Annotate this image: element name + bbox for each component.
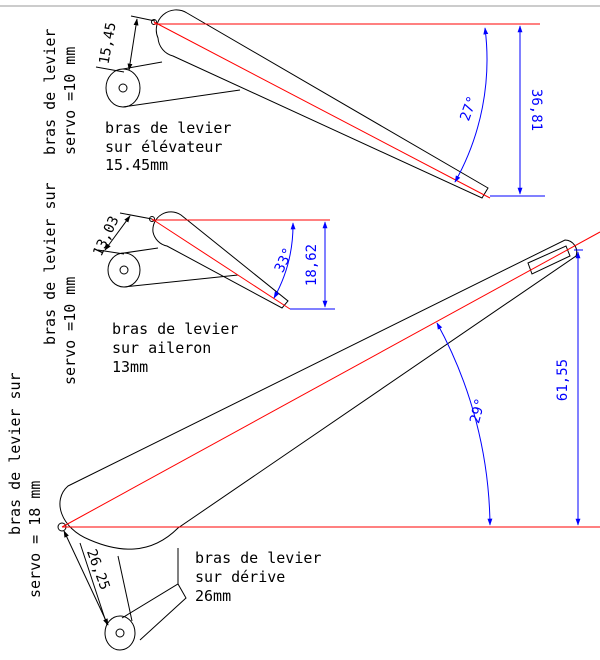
rudder-horn-group: 61,55 29° 26,25 bras de levier sur servo…: [6, 231, 600, 651]
rudder-note-line-2: sur dérive: [195, 568, 285, 586]
elevator-arm-dimension: [127, 18, 139, 71]
rudder-angle-label: 29°: [467, 397, 489, 426]
aileron-servo-wheel: [107, 247, 239, 288]
elevator-angle-arc: [454, 27, 489, 183]
aileron-note-line-2: sur aileron: [112, 339, 211, 357]
rudder-side-label-2: servo = 18 mm: [26, 481, 44, 598]
rudder-note-line-1: bras de levier: [195, 549, 321, 567]
rudder-angle-arc: [436, 322, 493, 526]
aileron-note-line-3: 13mm: [112, 358, 148, 376]
rudder-height-label: 61,55: [555, 359, 571, 401]
elevator-axis-line: [153, 21, 491, 199]
elevator-note-line-3: 15.45mm: [105, 156, 168, 174]
aileron-horn-outline: [152, 211, 289, 309]
elevator-angle-label: 27°: [457, 94, 481, 123]
elevator-height-label: 36,81: [528, 89, 544, 131]
aileron-note-line-1: bras de levier: [112, 320, 238, 338]
elevator-servo-wheel: [105, 61, 241, 108]
aileron-side-label-1: bras de levier sur: [41, 182, 59, 345]
aileron-arm-label: 13,03: [90, 214, 122, 259]
aileron-angle-arc: [273, 222, 296, 299]
rudder-arm-dimension: [63, 530, 109, 626]
elevator-note-line-1: bras de levier: [105, 119, 231, 137]
elevator-horn-group: 36,81 27° 15,45 bras de levier servo =10…: [41, 9, 545, 199]
elevator-side-label-2: servo =10 mm: [61, 47, 79, 155]
elevator-side-label-1: bras de levier: [41, 29, 59, 155]
rudder-axis-line: [61, 231, 600, 528]
elevator-arm-label: 15,45: [97, 21, 120, 65]
aileron-horn-group: 18,62 33° 13,03 bras de levier sur servo…: [41, 182, 335, 385]
aileron-angle-label: 33°: [272, 245, 297, 275]
rudder-note-line-3: 26mm: [195, 587, 231, 605]
rudder-side-label-1: bras de levier sur: [6, 372, 24, 535]
elevator-horn-outline: [155, 9, 489, 199]
elevator-note-line-2: sur élévateur: [105, 138, 222, 156]
aileron-axis-line: [151, 218, 291, 310]
rudder-arm-label: 26,25: [83, 547, 112, 592]
aileron-height-label: 18,62: [304, 244, 320, 286]
aileron-arm-dimension: [104, 215, 131, 251]
aileron-side-label-2: servo =10 mm: [61, 277, 79, 385]
